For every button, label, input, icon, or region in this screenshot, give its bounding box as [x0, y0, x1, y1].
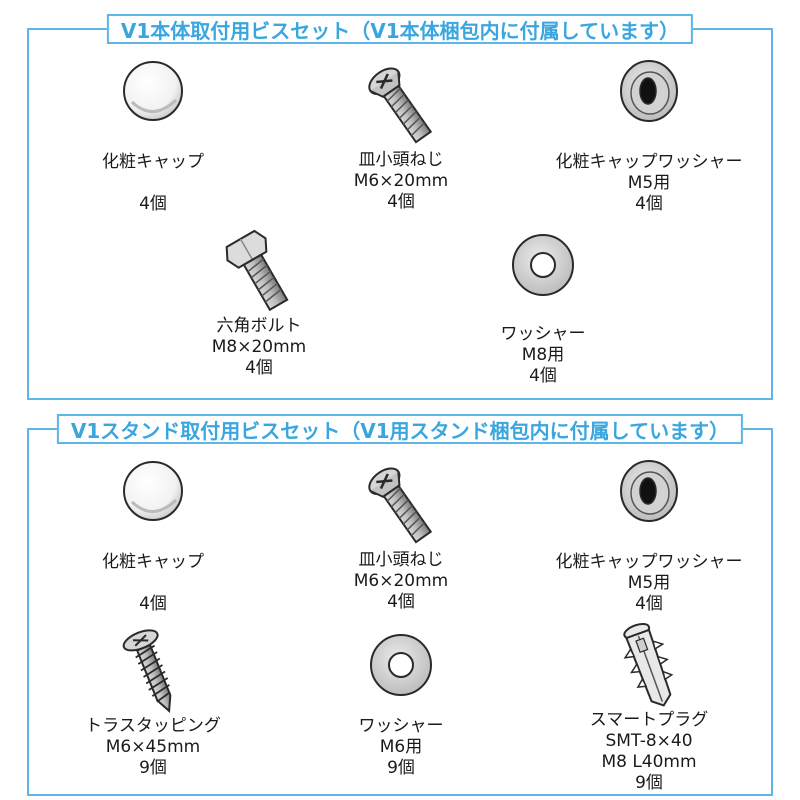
part-name: 化粧キャップワッシャー: [555, 552, 743, 572]
part-name: 化粧キャップ: [102, 152, 204, 172]
part-washer: ワッシャー M6用 9個: [281, 630, 521, 779]
wall-plug-icon: [609, 620, 689, 710]
part-name: 六角ボルト: [216, 316, 302, 336]
part-name: 化粧キャップワッシャー: [555, 152, 743, 172]
part-flat-head-screw: 皿小頭ねじ M6×20mm 4個: [281, 460, 521, 613]
flat-screw-icon: [361, 60, 441, 150]
part-name: ワッシャー: [500, 324, 586, 344]
part-smart-plug: スマートプラグ SMT-8×40 M8 L40mm 9個: [529, 620, 769, 794]
part-name: 皿小頭ねじ: [358, 550, 444, 570]
part-name: ワッシャー: [358, 716, 444, 736]
part-qty: 4個: [387, 192, 415, 212]
part-truss-tapping-screw: トラスタッピング M6×45mm 9個: [33, 626, 273, 779]
section-title: V1本体取付用ビスセット（V1本体梱包内に付属しています）: [106, 14, 694, 44]
section-title: V1スタンド取付用ビスセット（V1用スタンド梱包内に付属しています）: [56, 414, 744, 444]
part-qty: 9個: [139, 758, 167, 778]
part-spec: M6×45mm: [105, 737, 201, 757]
part-cosmetic-cap: 化粧キャップ 4個: [33, 456, 273, 615]
part-spec: M6×20mm: [353, 571, 449, 591]
flat-screw-icon: [361, 460, 441, 550]
part-spec: M5用: [627, 173, 671, 193]
part-cosmetic-cap: 化粧キャップ 4個: [33, 56, 273, 215]
washer-icon: [508, 230, 578, 300]
cap-icon: [118, 56, 188, 126]
part-spec: M6×20mm: [353, 171, 449, 191]
part-spec: M8×20mm: [211, 337, 307, 357]
part-qty: 4個: [635, 594, 663, 614]
part-spec: M8用: [521, 345, 565, 365]
part-qty: 4個: [245, 358, 273, 378]
part-qty: 4個: [529, 366, 557, 386]
part-cap-washer: 化粧キャップワッシャー M5用 4個: [529, 56, 769, 215]
part-spec-2: M8 L40mm: [601, 752, 697, 772]
part-name: スマートプラグ: [589, 710, 709, 730]
truss-tapping-screw-icon: [113, 626, 193, 716]
part-flat-head-screw: 皿小頭ねじ M6×20mm 4個: [281, 60, 521, 213]
part-hex-bolt: 六角ボルト M8×20mm 4個: [139, 226, 379, 379]
part-qty: 4個: [387, 592, 415, 612]
cap-washer-icon: [614, 56, 684, 126]
section-body-screw-set: V1本体取付用ビスセット（V1本体梱包内に付属しています） 化粧キャップ 4個 …: [27, 14, 773, 400]
part-spec: M6用: [379, 737, 423, 757]
hex-bolt-icon: [219, 226, 299, 316]
part-qty: 4個: [635, 194, 663, 214]
part-qty: 4個: [139, 594, 167, 614]
part-name: 皿小頭ねじ: [358, 150, 444, 170]
part-qty: 9個: [387, 758, 415, 778]
cap-washer-icon: [614, 456, 684, 526]
section-stand-screw-set: V1スタンド取付用ビスセット（V1用スタンド梱包内に付属しています） 化粧キャッ…: [27, 414, 773, 796]
part-washer: ワッシャー M8用 4個: [423, 230, 663, 387]
part-spec: SMT-8×40: [605, 731, 693, 751]
part-name: 化粧キャップ: [102, 552, 204, 572]
part-qty: 9個: [635, 773, 663, 793]
part-qty: 4個: [139, 194, 167, 214]
part-spec: M5用: [627, 573, 671, 593]
cap-icon: [118, 456, 188, 526]
washer-icon: [366, 630, 436, 700]
part-cap-washer: 化粧キャップワッシャー M5用 4個: [529, 456, 769, 615]
part-name: トラスタッピング: [85, 716, 221, 736]
